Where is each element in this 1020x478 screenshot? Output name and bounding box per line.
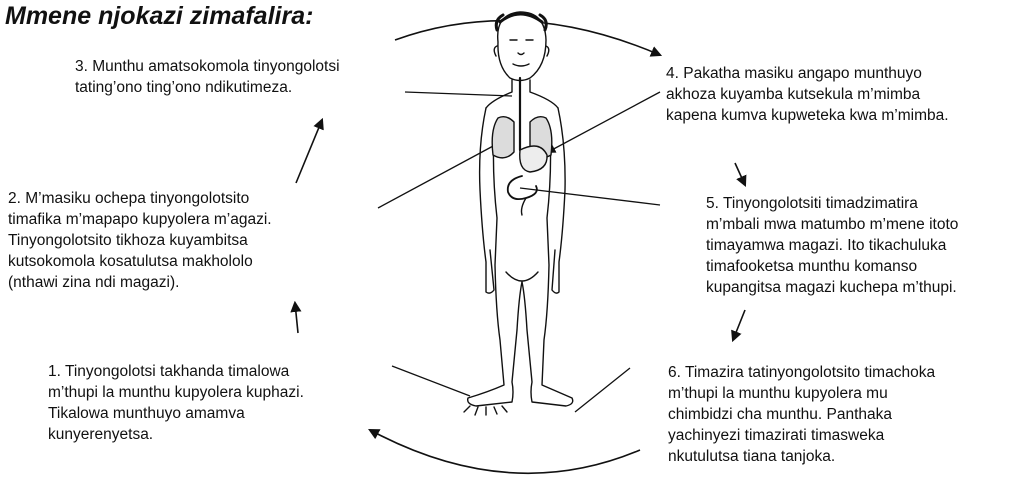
step-text-line: tating’ono ting’ono ndikutimeza. xyxy=(75,77,340,98)
step-text-line: akhoza kuyamba kutsekula m’mimba xyxy=(666,84,949,105)
step-1-text: 1. Tinyongolotsi takhanda timalowa m’thu… xyxy=(48,361,304,445)
step-text-line: 5. Tinyongolotsiti timadzimatira xyxy=(706,193,958,214)
step-text-line: kapena kumva kupweteka kwa m’mimba. xyxy=(666,105,949,126)
step-text-line: 6. Timazira tatinyongolotsito timachoka xyxy=(668,362,935,383)
step-text-line: timafika m’mapapo kupyolera m’agazi. xyxy=(8,209,272,230)
step-text-line: timayamwa magazi. Ito tikachuluka xyxy=(706,235,958,256)
step-text-line: Tikalowa munthuyo amamva xyxy=(48,403,304,424)
cycle-arrow-bottom xyxy=(370,430,640,473)
pointer-excrement xyxy=(575,368,630,412)
step-3-text: 3. Munthu amatsokomola tinyongolotsi tat… xyxy=(75,56,340,98)
step-text-line: chimbidzi cha munthu. Panthaka xyxy=(668,404,935,425)
pointer-intestine xyxy=(520,188,660,205)
step-text-line: kunyerenyetsa. xyxy=(48,424,304,445)
step-text-line: m’mbali mwa matumbo m’mene itoto xyxy=(706,214,958,235)
cycle-arrow-1-2 xyxy=(295,303,298,333)
cycle-arrow-4-5 xyxy=(735,163,745,185)
step-6-text: 6. Timazira tatinyongolotsito timachoka … xyxy=(668,362,935,467)
pointer-stomach xyxy=(548,92,660,152)
step-text-line: m’thupi la munthu kupyolera mu xyxy=(668,383,935,404)
step-text-line: Tinyongolotsito tikhoza kuyambitsa xyxy=(8,230,272,251)
step-text-line: timafooketsa munthu komanso xyxy=(706,256,958,277)
step-text-line: 4. Pakatha masiku angapo munthuyo xyxy=(666,63,949,84)
step-text-line: yachinyezi timazirati timasweka xyxy=(668,425,935,446)
step-5-text: 5. Tinyongolotsiti timadzimatira m’mbali… xyxy=(706,193,958,298)
pointer-lungs xyxy=(378,138,508,208)
step-text-line: kutsokomola kosatulutsa makhololo xyxy=(8,251,272,272)
cycle-arrow-5-6 xyxy=(733,310,745,340)
step-text-line: m’thupi la munthu kupyolera kuphazi. xyxy=(48,382,304,403)
step-text-line: nkutulutsa tiana tanjoka. xyxy=(668,446,935,467)
pointer-mouth xyxy=(405,92,512,96)
step-4-text: 4. Pakatha masiku angapo munthuyo akhoza… xyxy=(666,63,949,126)
step-text-line: 1. Tinyongolotsi takhanda timalowa xyxy=(48,361,304,382)
step-2-text: 2. M’masiku ochepa tinyongolotsito timaf… xyxy=(8,188,272,293)
step-text-line: 3. Munthu amatsokomola tinyongolotsi xyxy=(75,56,340,77)
human-figure xyxy=(464,12,573,415)
step-text-line: (nthawi zina ndi magazi). xyxy=(8,272,272,293)
cycle-arrow-2-3 xyxy=(296,120,322,183)
step-text-line: kupangitsa magazi kuchepa m’thupi. xyxy=(706,277,958,298)
step-text-line: 2. M’masiku ochepa tinyongolotsito xyxy=(8,188,272,209)
pointer-feet xyxy=(392,366,470,396)
